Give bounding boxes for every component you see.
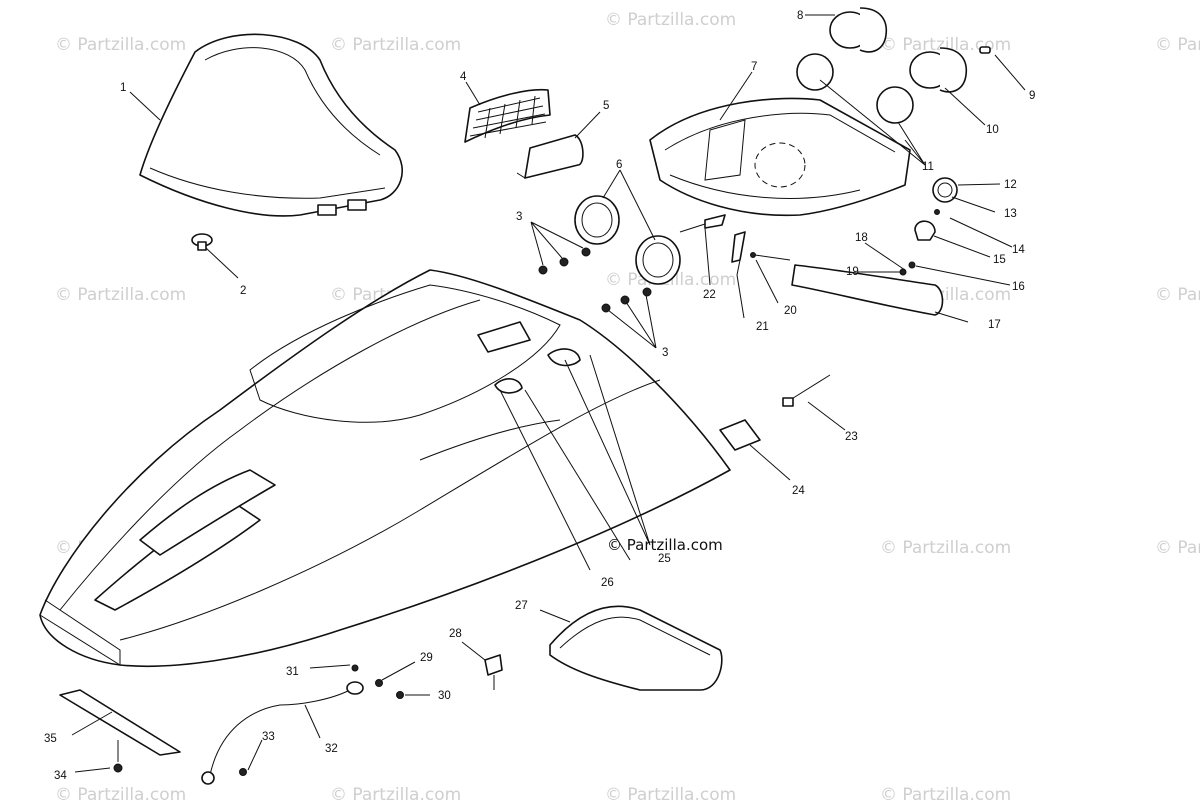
callout-4: 4 [460, 71, 467, 83]
part-gauge-large[interactable] [829, 7, 888, 53]
part-screw[interactable] [113, 740, 123, 773]
callout-15: 15 [993, 254, 1006, 266]
callout-2: 2 [240, 285, 246, 297]
callout-18: 18 [855, 232, 868, 244]
callout-20: 20 [784, 305, 797, 317]
callout-11: 11 [922, 161, 934, 173]
callout-33: 33 [262, 731, 275, 743]
watermark: © Partzilla.com [55, 35, 186, 55]
part-bracket-24[interactable] [719, 419, 761, 451]
callout-35: 35 [44, 733, 57, 745]
callout-labels: 1 2 3 3 4 5 6 7 8 9 10 11 12 13 14 15 16… [44, 10, 1035, 782]
watermark: © Partzilla.com [880, 538, 1011, 558]
callout-34: 34 [54, 770, 67, 782]
part-plug[interactable] [191, 233, 213, 251]
callout-21: 21 [756, 321, 769, 333]
callout-10: 10 [986, 124, 999, 136]
callout-26: 26 [601, 577, 614, 589]
callout-27: 27 [515, 600, 528, 612]
watermark: © Partzilla.com [1155, 35, 1200, 55]
part-switch-cables[interactable] [679, 214, 791, 276]
callout-19: 19 [846, 266, 859, 278]
callout-22: 22 [703, 289, 716, 301]
part-nut-sets[interactable] [538, 247, 652, 313]
part-instrument-console[interactable] [649, 97, 911, 217]
callout-5: 5 [603, 100, 609, 112]
callout-3: 3 [662, 347, 668, 359]
watermark: © Partzilla.com [880, 785, 1011, 805]
callout-31: 31 [286, 666, 299, 678]
part-gauge-small[interactable] [909, 47, 968, 93]
callout-30: 30 [438, 690, 451, 702]
credit-watermark: © Partzilla.com [607, 536, 723, 554]
callout-8: 8 [797, 10, 803, 22]
part-cable-23[interactable] [782, 374, 831, 407]
callout-16: 16 [1012, 281, 1025, 293]
watermark: © Partzilla.com [55, 785, 186, 805]
part-hood-body[interactable] [39, 269, 731, 667]
part-gauge-rings[interactable] [574, 195, 681, 285]
callout-6: 6 [616, 159, 622, 171]
callout-32: 32 [325, 743, 338, 755]
watermark: © Partzilla.com [330, 785, 461, 805]
part-pad-strip[interactable] [791, 264, 944, 316]
callout-14: 14 [1012, 244, 1025, 256]
callout-23: 23 [845, 431, 858, 443]
watermark: © Partzilla.com [1155, 538, 1200, 558]
watermark: © Partzilla.com [330, 35, 461, 55]
part-angled-plate[interactable] [59, 689, 181, 756]
watermark: © Partzilla.com [605, 785, 736, 805]
callout-25: 25 [658, 553, 671, 565]
watermark: © Partzilla.com [880, 35, 1011, 55]
watermark: © Partzilla.com [55, 285, 186, 305]
part-windshield[interactable] [139, 33, 404, 217]
part-latch[interactable] [484, 654, 503, 690]
part-small-gauge-assembly[interactable] [899, 177, 958, 276]
leader-lines [71, 14, 1026, 773]
part-clip[interactable] [979, 46, 991, 54]
callout-9: 9 [1029, 90, 1035, 102]
part-cable-hardware[interactable] [201, 664, 404, 785]
part-cover-plate[interactable] [516, 134, 584, 179]
callout-29: 29 [420, 652, 433, 664]
callout-3: 3 [516, 211, 522, 223]
callout-12: 12 [1004, 179, 1017, 191]
part-vent-grille[interactable] [464, 88, 551, 143]
watermark: © Partzilla.com [605, 10, 736, 30]
callout-1: 1 [120, 82, 126, 94]
callout-7: 7 [751, 61, 757, 73]
part-storage-lid[interactable] [549, 605, 723, 691]
part-gauge-seals[interactable] [796, 53, 914, 124]
callout-28: 28 [449, 628, 462, 640]
callout-13: 13 [1004, 208, 1017, 220]
watermark: © Partzilla.com [1155, 285, 1200, 305]
callout-17: 17 [988, 319, 1001, 331]
callout-24: 24 [792, 485, 805, 497]
